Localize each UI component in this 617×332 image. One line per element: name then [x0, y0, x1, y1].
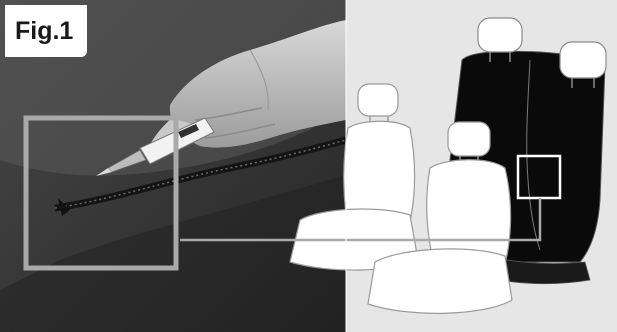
figure-label: Fig.1	[5, 5, 87, 57]
rear-headrest-right	[560, 42, 606, 78]
rear-headrest-left	[478, 18, 522, 52]
